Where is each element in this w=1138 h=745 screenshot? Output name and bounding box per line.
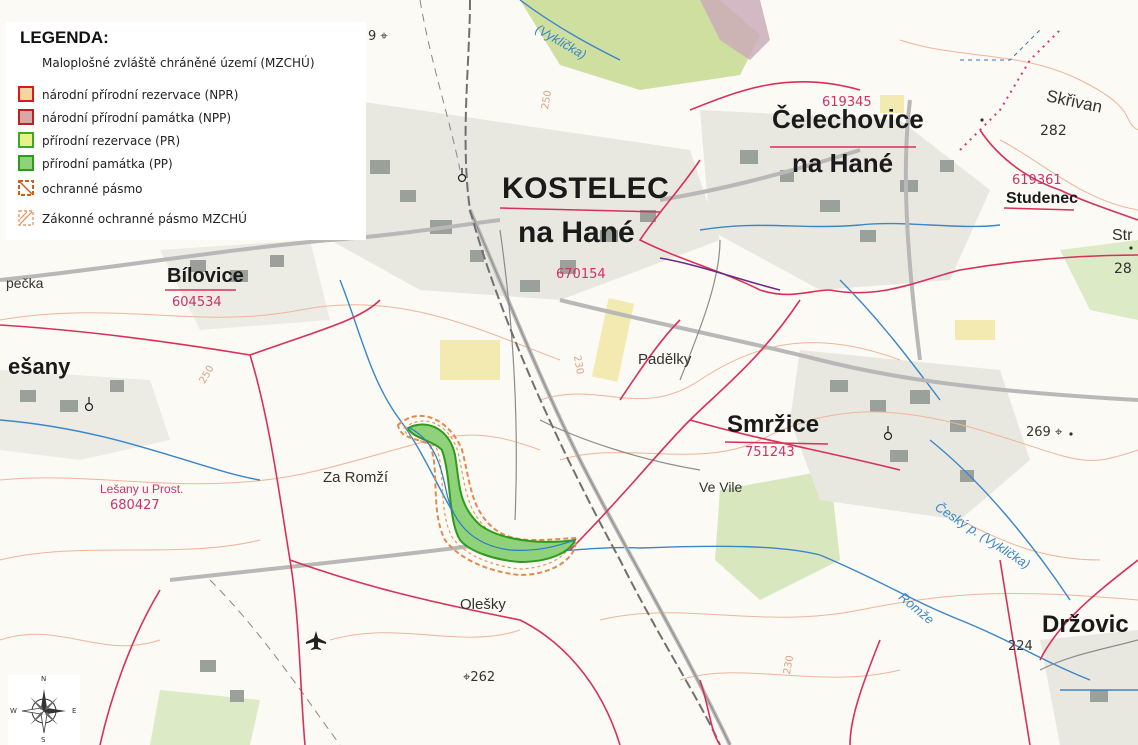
legend-swatch-legal-buffer bbox=[18, 210, 34, 226]
forest-area bbox=[715, 470, 840, 600]
town-label-smrzice: Smržice bbox=[727, 411, 820, 438]
cadastral-name-lesany: Lešany u Prost. bbox=[100, 482, 184, 496]
compass-w: W bbox=[10, 707, 17, 715]
town-label-kostelec-2: na Hané bbox=[518, 216, 635, 249]
buildings bbox=[20, 150, 1108, 702]
compass-icon bbox=[21, 689, 66, 734]
locality-ve-vile: Ve Vile bbox=[699, 479, 743, 495]
cadastral-code-lesany: 680427 bbox=[110, 498, 160, 513]
contour-label-230: 230 bbox=[570, 354, 586, 376]
name-underlines bbox=[165, 146, 1075, 445]
legend-item-npr: národní přírodní rezervace (NPR) bbox=[18, 86, 363, 106]
dashed-path bbox=[419, 0, 461, 171]
elevation-28: 28 bbox=[1114, 261, 1132, 277]
town-label-lesany: ešany bbox=[8, 354, 71, 379]
field-patch bbox=[591, 298, 635, 382]
compass-n: N bbox=[41, 675, 47, 683]
locality-padelky: Padělky bbox=[638, 351, 692, 368]
cadastral-code-kostelec: 670154 bbox=[556, 267, 606, 282]
elevation-282: 282 bbox=[1040, 123, 1067, 139]
field-patch bbox=[880, 95, 904, 113]
church-icon bbox=[84, 168, 893, 441]
town-label-studenec: Studenec bbox=[1006, 190, 1079, 207]
minor-roads bbox=[469, 209, 1138, 745]
town-label-kostelec: KOSTELEC bbox=[502, 172, 670, 205]
compass-rose: N S E W bbox=[8, 675, 80, 745]
protected-area-buffer-inner bbox=[403, 420, 571, 570]
legend-label: ochranné pásmo bbox=[42, 182, 143, 196]
legend-item-buffer: ochranné pásmo bbox=[18, 180, 363, 200]
forest-area bbox=[700, 0, 770, 60]
town-label-bilovice: Bílovice bbox=[167, 265, 244, 287]
contour-lines bbox=[0, 39, 1138, 681]
legend-label: národní přírodní památka (NPP) bbox=[42, 111, 232, 125]
elevation-9: 9 ⌖ bbox=[368, 29, 388, 44]
legend-swatch-npp bbox=[18, 109, 34, 125]
settlement-area bbox=[700, 110, 990, 290]
elevation-262: ⌖262 bbox=[463, 670, 496, 685]
legend-label: přírodní rezervace (PR) bbox=[42, 134, 181, 148]
legend-label: národní přírodní rezervace (NPR) bbox=[42, 88, 239, 102]
legend-item-pr: přírodní rezervace (PR) bbox=[18, 132, 363, 152]
settlement-area bbox=[1040, 630, 1138, 745]
cadastral-boundaries bbox=[0, 80, 1138, 745]
elevation-markers bbox=[980, 118, 1133, 436]
protected-area-buffer bbox=[396, 414, 577, 577]
cadastral-boundary-dotted bbox=[959, 29, 1061, 151]
legend-swatch-pp bbox=[18, 155, 34, 171]
locality-za-romzi: Za Romží bbox=[323, 469, 389, 486]
cadastral-code-smrzice: 751243 bbox=[745, 445, 795, 460]
municipal-boundary bbox=[659, 257, 781, 291]
forest-area bbox=[520, 0, 760, 90]
forest-area bbox=[150, 690, 260, 745]
legend-subtitle: Maloplošné zvláště chráněné území (MZCHÚ… bbox=[42, 56, 315, 70]
elevation-224: 224 bbox=[1008, 639, 1033, 654]
settlement-area bbox=[330, 100, 720, 300]
town-label-celechovice-2: na Hané bbox=[792, 148, 894, 178]
legend-item-pp: přírodní památka (PP) bbox=[18, 155, 363, 175]
legend-label: Zákonné ochranné pásmo MZCHÚ bbox=[42, 212, 247, 226]
legend-swatch-pr bbox=[18, 132, 34, 148]
legend-item-npp: národní přírodní památka (NPP) bbox=[18, 109, 363, 129]
nature-monument-stream bbox=[409, 427, 576, 551]
locality-becka: pečka bbox=[6, 275, 44, 291]
locality-olesky: Olešky bbox=[460, 596, 506, 613]
streams bbox=[0, 0, 1138, 691]
cadastral-code-celechovice: 619345 bbox=[822, 95, 872, 110]
map-legend: LEGENDA: Maloplošné zvláště chráněné úze… bbox=[6, 22, 366, 240]
town-label-celechovice: Čelechovice bbox=[772, 104, 924, 134]
field-patch bbox=[440, 340, 500, 380]
compass-e: E bbox=[72, 707, 77, 715]
dashed-path bbox=[209, 579, 341, 745]
legend-label: přírodní památka (PP) bbox=[42, 157, 173, 171]
legend-swatch-buffer bbox=[18, 180, 34, 196]
town-label-drzovice: Držovic bbox=[1042, 611, 1129, 638]
railway bbox=[464, 0, 721, 745]
dashed-path bbox=[960, 29, 1041, 61]
nature-monument-area bbox=[406, 423, 577, 564]
forest-area bbox=[1060, 240, 1138, 320]
legend-swatch-npr bbox=[18, 86, 34, 102]
airport-icon bbox=[306, 631, 326, 650]
compass-s: S bbox=[41, 736, 46, 744]
settlement-area bbox=[0, 370, 170, 460]
settlement-area bbox=[790, 350, 1030, 520]
legend-title: LEGENDA: bbox=[20, 28, 109, 47]
legend-item-legal-buffer: Zákonné ochranné pásmo MZCHÚ bbox=[18, 210, 363, 230]
cadastral-code-studenec: 619361 bbox=[1012, 173, 1062, 188]
town-label-str: Str bbox=[1112, 227, 1133, 244]
field-patch bbox=[955, 320, 995, 340]
elevation-269: 269 ⌖ bbox=[1026, 425, 1063, 440]
cadastral-code-bilovice: 604534 bbox=[172, 295, 222, 310]
